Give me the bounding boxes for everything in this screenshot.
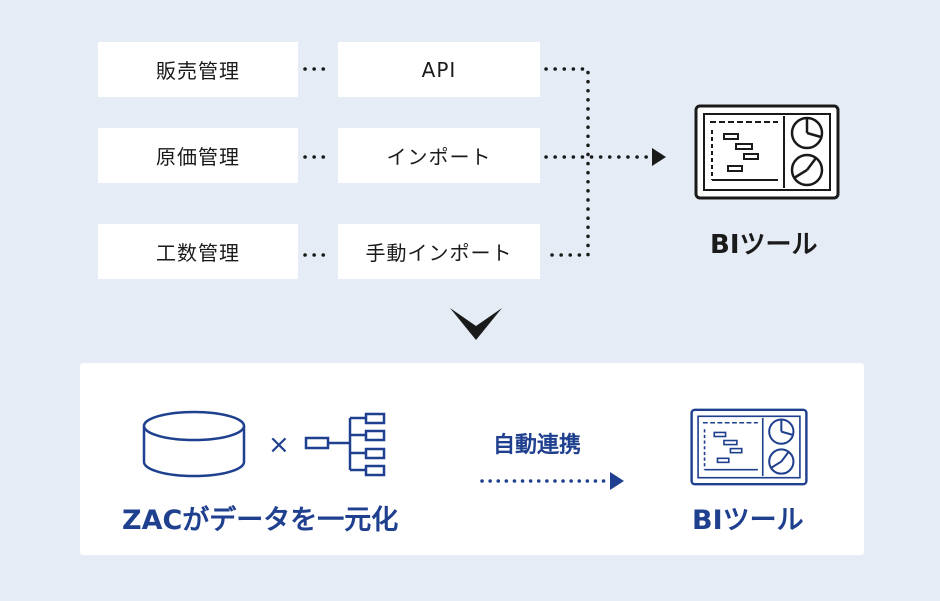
method-label: API [421, 57, 457, 82]
method-box-import: インポート [338, 128, 540, 183]
connector-bracket [544, 67, 590, 257]
source-label: 原価管理 [156, 145, 240, 169]
link-arrow [480, 472, 624, 490]
source-box-hours: 工数管理 [98, 224, 298, 279]
database-icon [142, 410, 246, 478]
source-label: 販売管理 [156, 59, 240, 83]
dashboard-icon [690, 408, 808, 486]
source-caption: ZACがデータを一元化 [122, 505, 399, 536]
source-label: 工数管理 [156, 241, 240, 265]
source-box-cost: 原価管理 [98, 128, 298, 183]
times-symbol: × [268, 430, 290, 460]
source-box-sales: 販売管理 [98, 42, 298, 97]
chevron-down-icon [450, 308, 502, 340]
arrow-head [652, 148, 666, 166]
destination-caption: BIツール [692, 505, 804, 536]
destination-label: BIツール [710, 230, 818, 260]
tree-structure-icon [304, 412, 386, 477]
method-label: 手動インポート [365, 241, 513, 265]
dashboard-icon [694, 104, 840, 200]
method-box-manual-import: 手動インポート [338, 224, 540, 279]
link-label: 自動連携 [493, 433, 582, 458]
method-box-api: API [338, 42, 540, 97]
method-label: インポート [386, 145, 492, 169]
